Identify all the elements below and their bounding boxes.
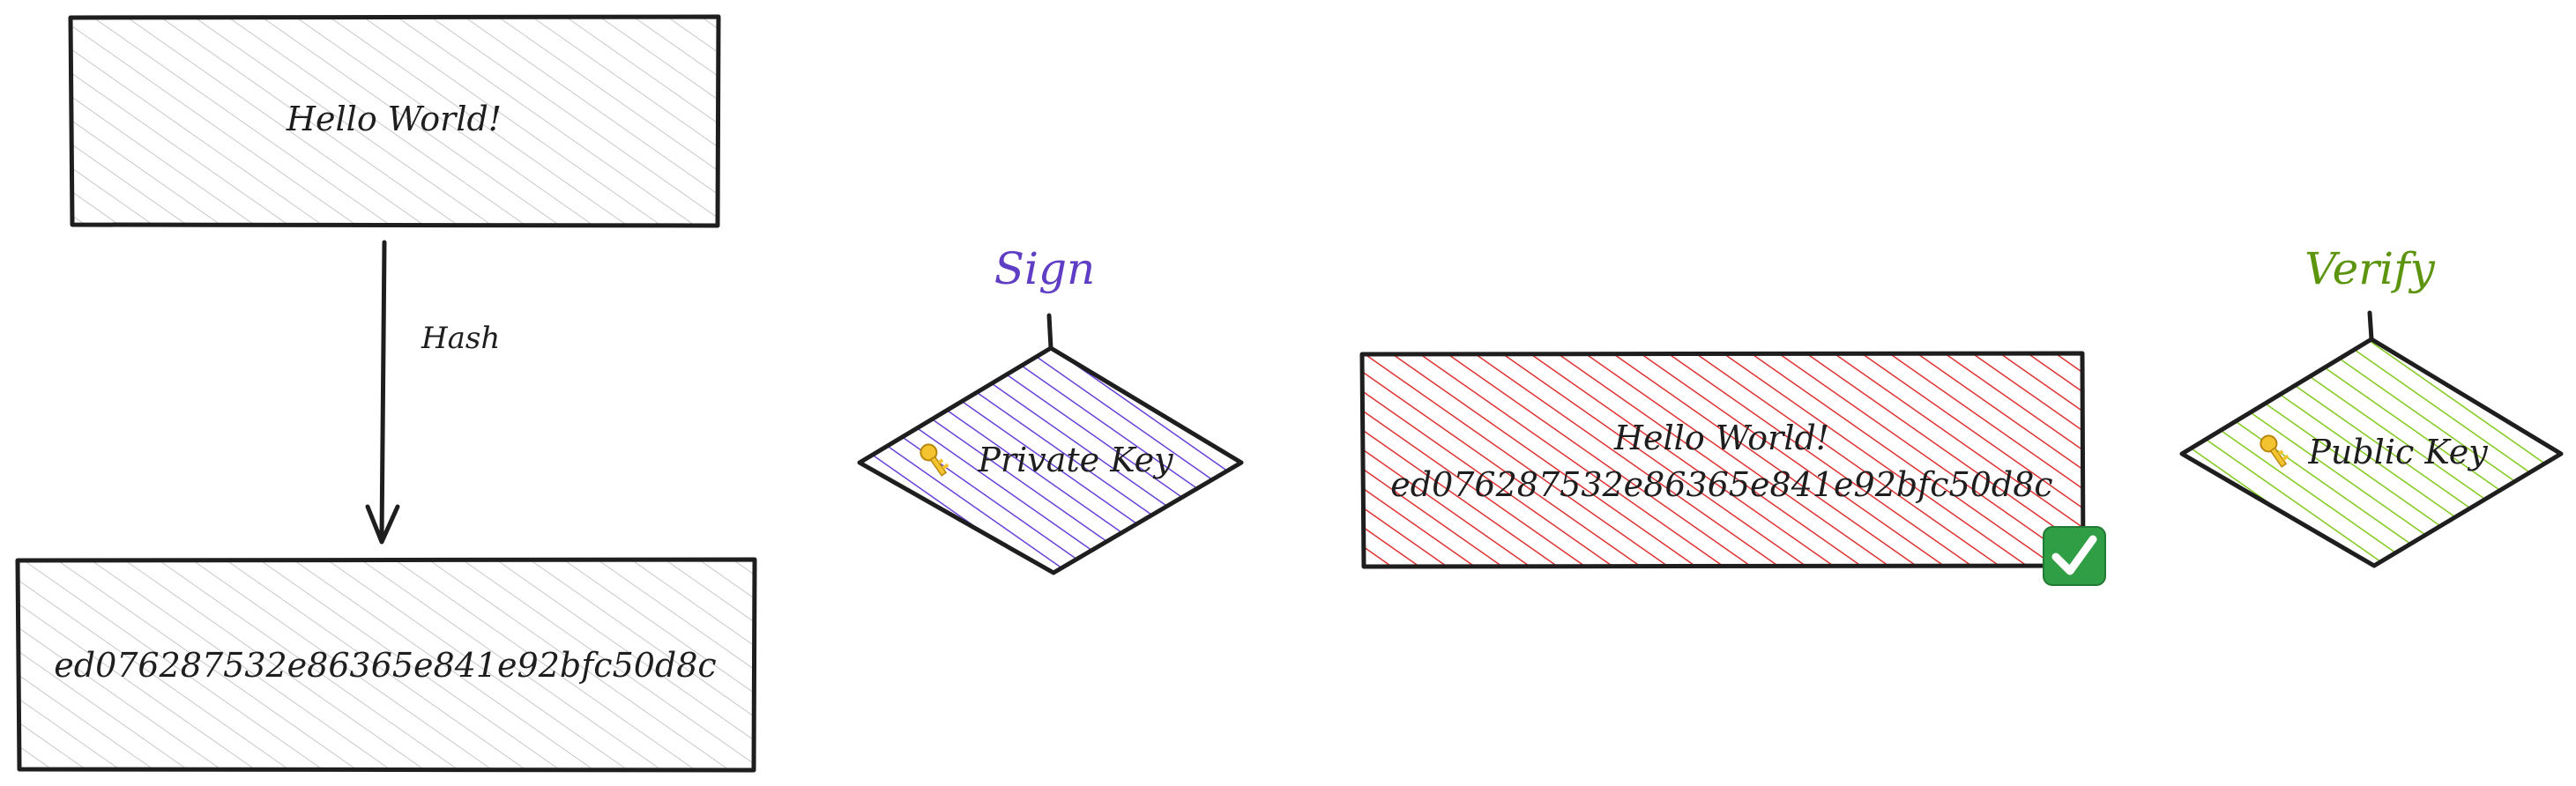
private-key-diamond: Private Key	[857, 345, 1244, 575]
public-key-text: Public Key	[2307, 433, 2488, 471]
hash-arrow: Hash	[365, 240, 500, 545]
sign-connector	[1046, 313, 1053, 351]
message-text: Hello World!	[286, 100, 502, 138]
public-key-diamond: Public Key	[2179, 337, 2564, 568]
verify-label: Verify	[2304, 243, 2436, 294]
key-icon	[919, 443, 949, 477]
hash-value-box: ed076287532e86365e841e92bfc50d8c	[15, 557, 757, 773]
message-box: Hello World!	[68, 14, 721, 228]
verify-connector	[2367, 310, 2374, 342]
private-key-text: Private Key	[977, 441, 1173, 479]
signed-message-box: Hello World! ed076287532e86365e841e92bfc…	[1359, 351, 2106, 586]
sign-label: Sign	[994, 243, 1095, 294]
key-icon	[2260, 434, 2289, 468]
signed-message-line1: Hello World!	[1613, 419, 1829, 457]
hash-edge-label: Hash	[421, 321, 500, 356]
signed-message-line2: ed076287532e86365e841e92bfc50d8c	[1390, 465, 2052, 504]
check-mark-icon	[2043, 526, 2106, 586]
hash-value-text: ed076287532e86365e841e92bfc50d8c	[54, 646, 716, 685]
